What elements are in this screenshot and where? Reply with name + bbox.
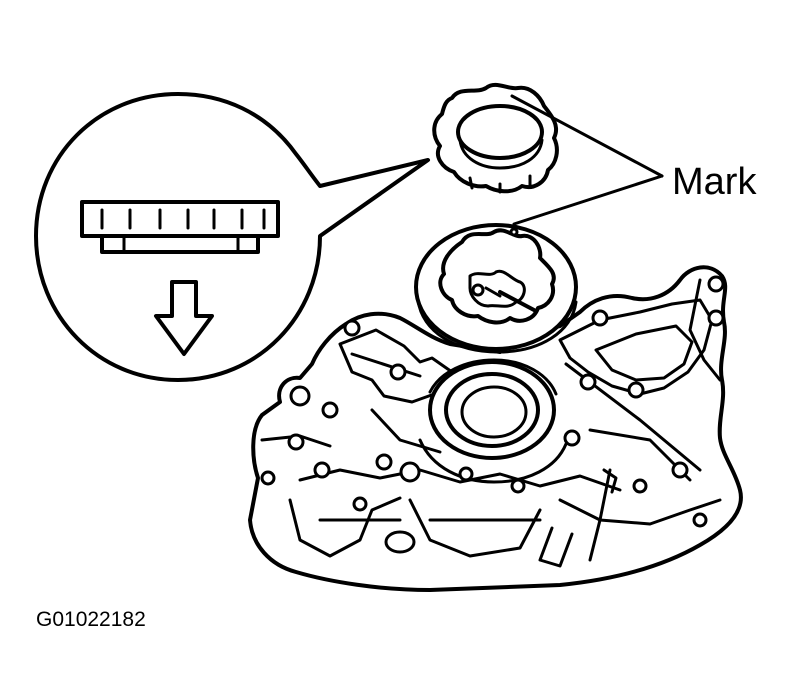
outer-rotor bbox=[414, 223, 578, 354]
mark-leader-lines bbox=[510, 94, 664, 226]
detail-callout bbox=[34, 92, 430, 382]
figure-code: G01022182 bbox=[36, 608, 146, 631]
down-arrow-icon bbox=[154, 280, 214, 356]
oil-pump-body bbox=[248, 265, 743, 592]
mark-label: Mark bbox=[672, 161, 757, 203]
drive-rotor bbox=[432, 82, 559, 194]
